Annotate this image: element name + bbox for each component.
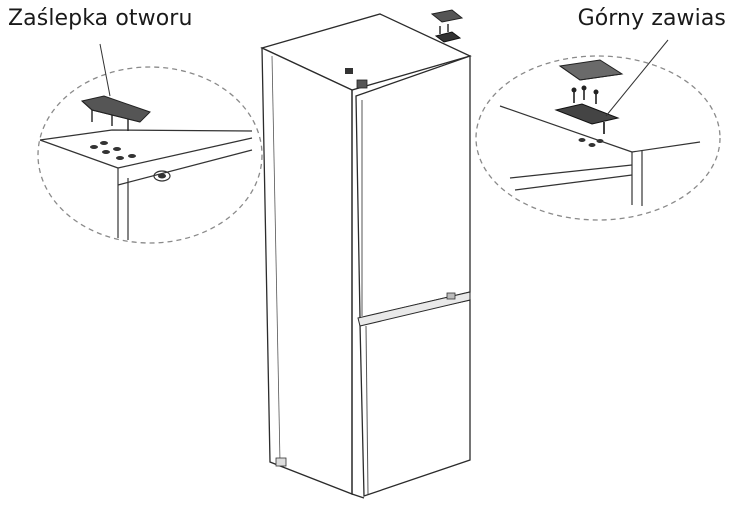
hole-cap-detail [37,43,263,244]
refrigerator [260,9,472,499]
top-hinge-detail [475,39,721,221]
top-hinge-label: Górny zawias [577,6,726,31]
hole-cap-label: Zaślepka otworu [8,6,193,31]
